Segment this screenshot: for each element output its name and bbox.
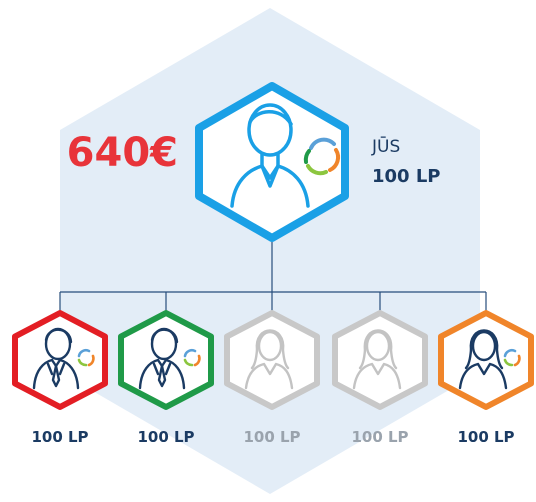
amount-label: 640€	[67, 130, 178, 176]
recycle-icon	[77, 349, 95, 367]
person-icon	[32, 327, 80, 390]
you-label: JŪS	[371, 135, 400, 157]
member-node: 100 LP	[332, 310, 428, 446]
member-node: 100 LP	[438, 310, 534, 446]
member-node: 100 LP	[224, 310, 320, 446]
recycle-icon	[183, 349, 201, 367]
recycle-icon	[303, 137, 341, 176]
member-node: 100 LP	[12, 310, 108, 446]
connector-lines	[59, 242, 487, 312]
member-row: 100 LP 100 LP 100 LP 100 LP 100 LP	[12, 310, 534, 446]
member-node: 100 LP	[118, 310, 214, 446]
person-icon	[138, 327, 186, 390]
you-node	[195, 82, 349, 242]
member-points: 100 LP	[351, 428, 408, 446]
member-points: 100 LP	[31, 428, 88, 446]
person-icon	[230, 103, 310, 208]
person-icon	[352, 329, 402, 390]
person-icon	[244, 329, 294, 390]
person-icon	[458, 329, 508, 390]
background-hexagon	[60, 8, 480, 494]
member-points: 100 LP	[137, 428, 194, 446]
recycle-icon	[503, 349, 521, 367]
you-points: 100 LP	[372, 166, 441, 187]
member-points: 100 LP	[243, 428, 300, 446]
member-points: 100 LP	[457, 428, 514, 446]
